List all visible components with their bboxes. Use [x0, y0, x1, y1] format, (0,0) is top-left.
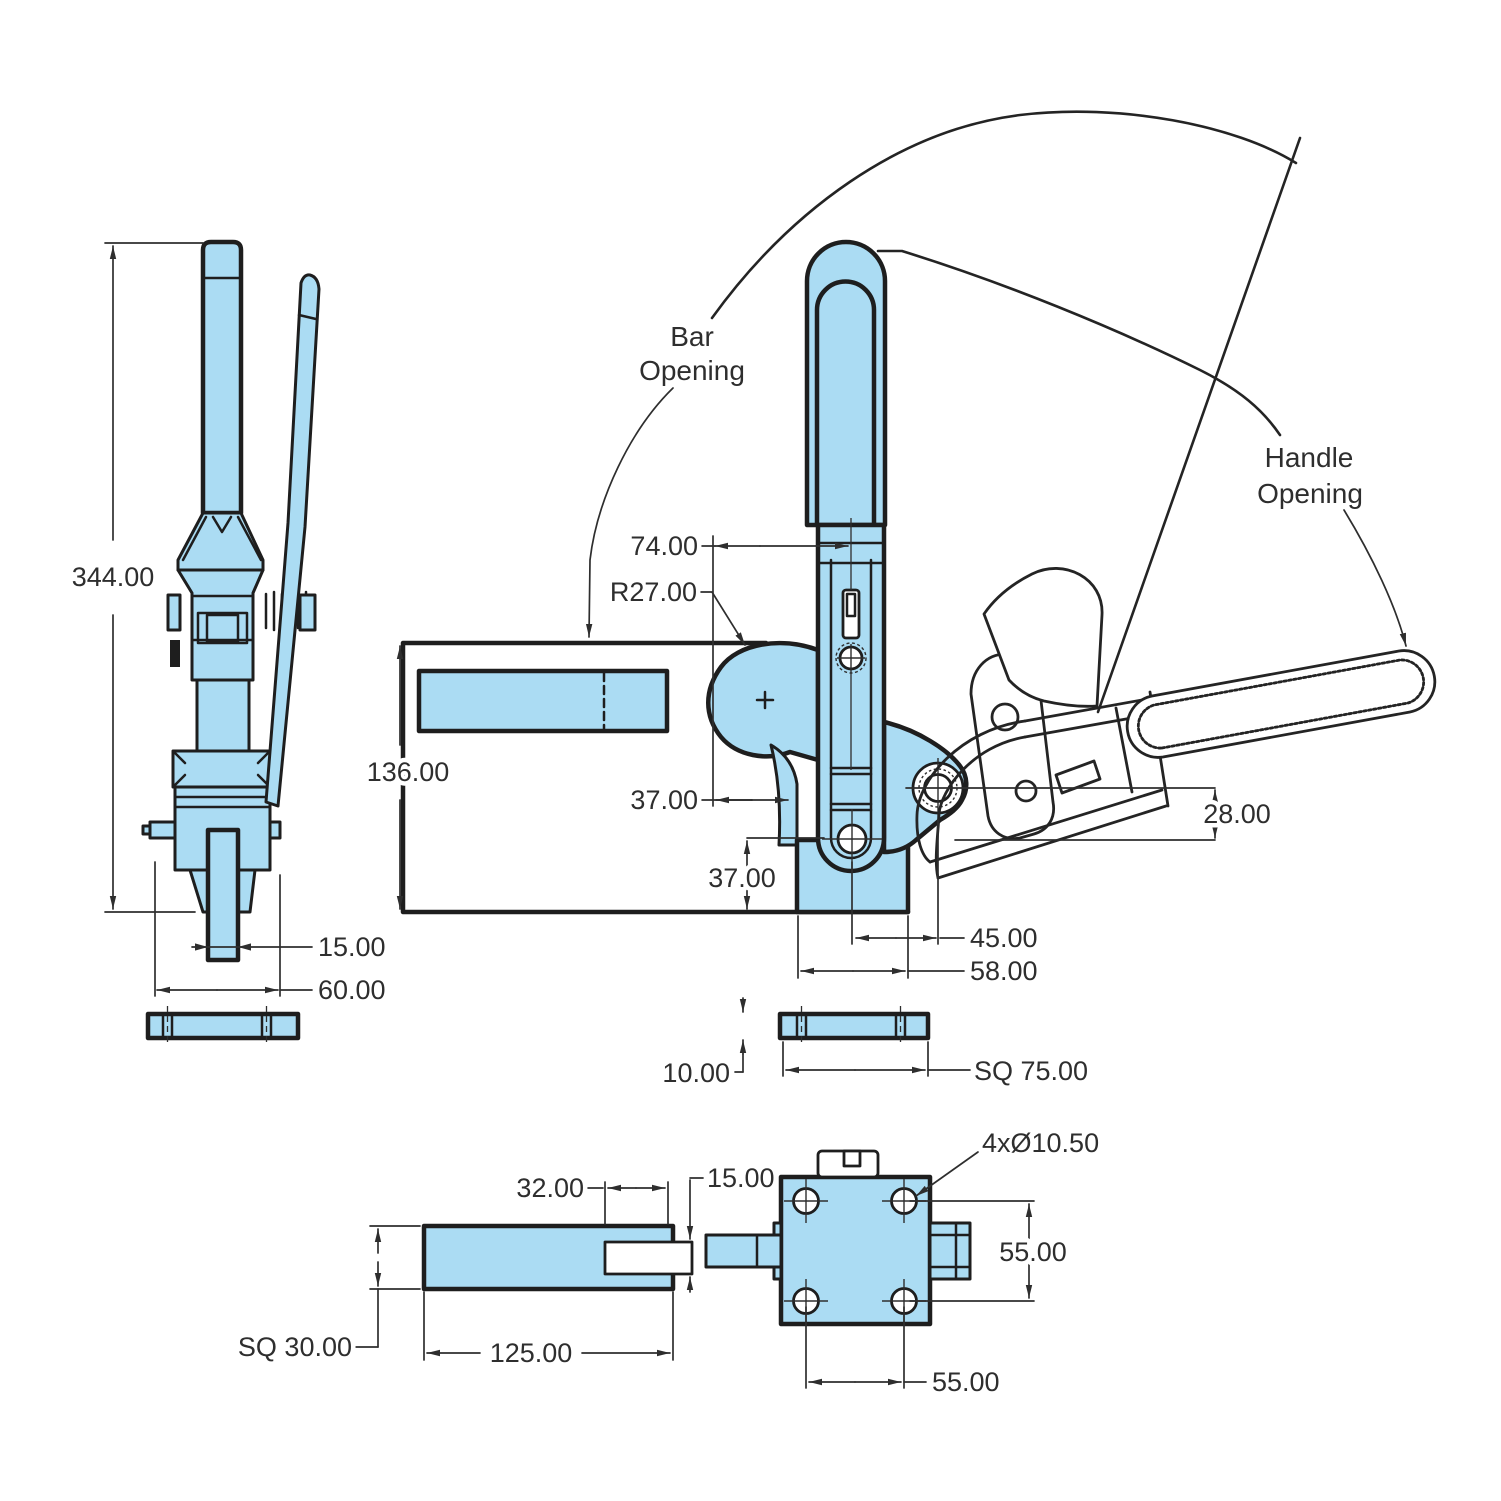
handle-open-edge-line: [1096, 136, 1302, 714]
dim-bar-length: 125.00: [490, 1338, 573, 1368]
front-view: [400, 239, 969, 1046]
dim-notch-length: 32.00: [516, 1173, 584, 1203]
bar-opening-arc: [710, 110, 1298, 320]
base-plate-top-view: [704, 1149, 972, 1327]
dim-overall-height: 344.00: [72, 562, 155, 592]
side-neck: [176, 568, 265, 682]
handle-opening-label-line1: Handle: [1265, 442, 1354, 473]
side-handle-strip: [264, 273, 321, 808]
dim-notch-depth: 15.00: [707, 1163, 775, 1193]
side-bar: [200, 239, 244, 516]
dim-hole-spacing-v: 55.00: [999, 1237, 1067, 1267]
bar-opening-leader: [585, 387, 674, 638]
text-annotations: Bar Opening Handle Opening: [636, 318, 1366, 512]
handle-opening-leader: [1343, 509, 1407, 647]
clamped-bar: [416, 668, 670, 734]
handle-opening-label-line2: Opening: [1257, 478, 1363, 509]
dim-plate-thickness: 10.00: [662, 1058, 730, 1088]
side-bar-extension: [205, 827, 241, 963]
dim-hole-spacing-h: 55.00: [932, 1367, 1000, 1397]
dim-plate-size: SQ 75.00: [974, 1056, 1088, 1086]
dim-handle-drop: 28.00: [1203, 799, 1271, 829]
bar-detail-view: [421, 1223, 694, 1292]
base-plate-side-view: [777, 1006, 931, 1046]
side-mid-block: [171, 749, 272, 789]
clamp-lobe: [706, 640, 821, 763]
dim-bar-width: 15.00: [318, 932, 386, 962]
side-base-flange: [145, 1006, 301, 1046]
dim-bar-offset: 74.00: [630, 531, 698, 561]
dim-frame-height: 136.00: [367, 757, 450, 787]
dim-lobe-radius: R27.00: [610, 577, 697, 607]
side-stem: [195, 678, 251, 753]
dim-hole-callout: 4xØ10.50: [982, 1128, 1099, 1158]
dim-body-width-front: 58.00: [970, 956, 1038, 986]
open-position-phantom: [915, 567, 1437, 880]
handle-grip-open: [1125, 649, 1437, 759]
bar-opening-label-line1: Bar: [670, 321, 714, 352]
frame-outline: [400, 640, 911, 915]
swung-arm: [982, 567, 1104, 708]
bar-notch: [603, 1240, 694, 1276]
dim-bar-size: SQ 30.00: [238, 1332, 352, 1362]
swing-arcs: [585, 110, 1407, 714]
bar-cap-closed: [814, 279, 877, 528]
handle-opening-arc: [876, 249, 1282, 437]
side-view: [141, 239, 321, 1046]
dim-face-offset: 37.00: [630, 785, 698, 815]
dim-pivot-spacing: 45.00: [970, 923, 1038, 953]
dimensions: 344.00 15.00 60.00 136.00 74.00 R27.00 3…: [67, 242, 1275, 1402]
dim-body-width: 60.00: [318, 975, 386, 1005]
dim-base-offset: 37.00: [708, 863, 776, 893]
bar-opening-label-line2: Opening: [639, 355, 745, 386]
